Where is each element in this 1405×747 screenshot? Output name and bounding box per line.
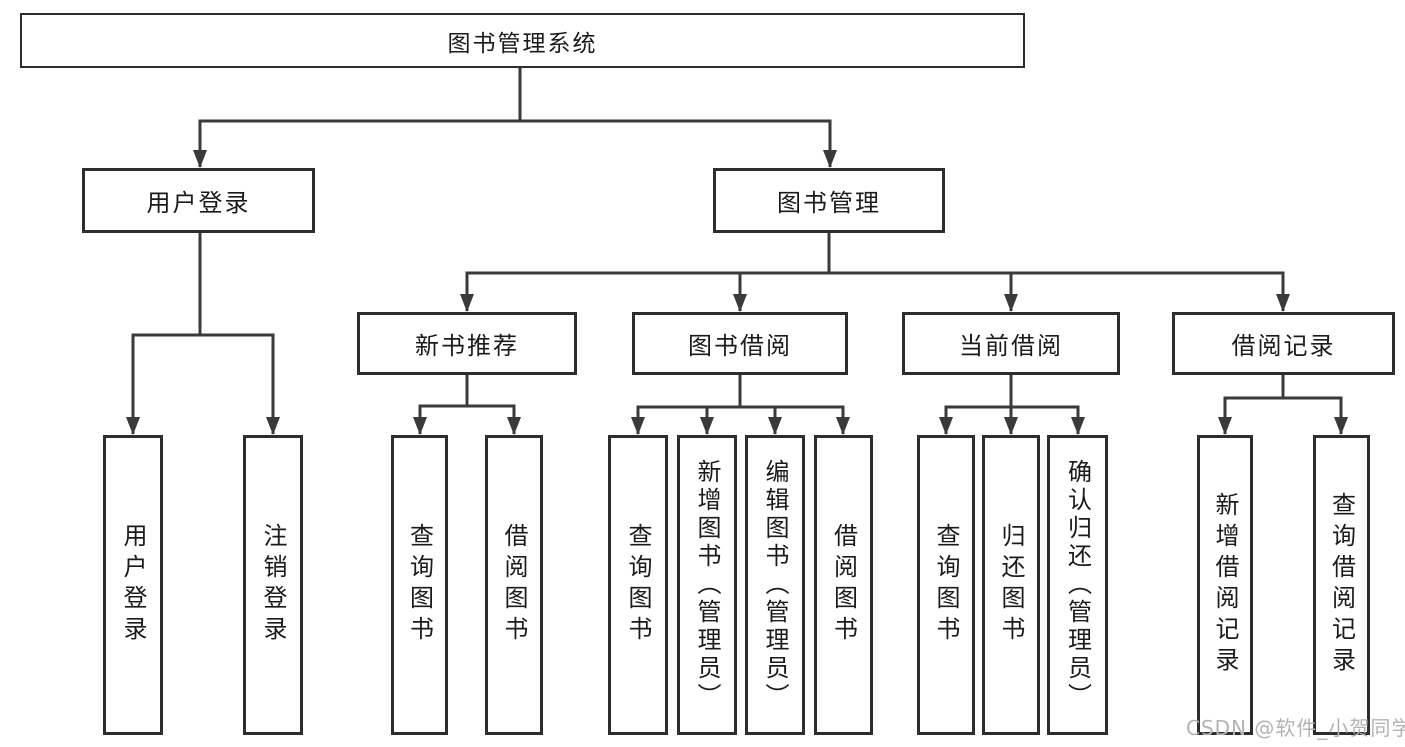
- node-label: 新增图书（管理员）: [693, 459, 721, 711]
- leaf-logout: 注销登录: [243, 435, 303, 735]
- node-label: 借阅记录: [1231, 332, 1336, 360]
- node-label: 编辑图书（管理员）: [761, 459, 789, 711]
- node-new-book-recommendation: 新书推荐: [357, 312, 577, 375]
- leaf-user-login: 用户登录: [103, 435, 163, 735]
- node-label: 图书管理系统: [447, 30, 598, 57]
- node-label: 当前借阅: [959, 332, 1063, 360]
- leaf-query-borrow-record: 查询借阅记录: [1313, 435, 1370, 735]
- node-label: 查询图书: [624, 523, 652, 647]
- leaf-confirm-return-admin: 确认归还（管理员）: [1047, 435, 1108, 735]
- node-label: 用户登录: [146, 189, 251, 217]
- node-label: 图书管理: [777, 189, 881, 217]
- leaf-return-books: 归还图书: [982, 435, 1040, 735]
- node-label: 查询图书: [932, 523, 960, 647]
- node-current-borrowing: 当前借阅: [902, 312, 1120, 375]
- leaf-add-books-admin: 新增图书（管理员）: [677, 435, 737, 735]
- leaf-query-books-borrow: 查询图书: [608, 435, 668, 735]
- node-borrowing-records: 借阅记录: [1172, 312, 1395, 375]
- node-label: 归还图书: [997, 523, 1025, 647]
- node-label: 借阅图书: [829, 523, 858, 647]
- leaf-edit-books-admin: 编辑图书（管理员）: [745, 435, 805, 735]
- node-label: 查询借阅记录: [1327, 492, 1356, 678]
- leaf-add-borrow-record: 新增借阅记录: [1197, 435, 1253, 735]
- node-book-borrowing: 图书借阅: [632, 312, 848, 375]
- node-label: 注销登录: [259, 523, 287, 647]
- node-label: 图书借阅: [688, 332, 792, 360]
- node-label: 借阅图书: [500, 523, 528, 647]
- node-label: 新增借阅记录: [1211, 492, 1239, 678]
- node-label: 新书推荐: [415, 332, 519, 360]
- node-book-management: 图书管理: [713, 168, 945, 233]
- node-label: 确认归还（管理员）: [1063, 459, 1092, 711]
- node-user-login: 用户登录: [82, 168, 315, 233]
- node-label: 用户登录: [119, 523, 147, 647]
- node-library-management-system: 图书管理系统: [20, 13, 1025, 68]
- node-label: 查询图书: [405, 523, 434, 647]
- leaf-borrow-books-recommend: 借阅图书: [485, 435, 543, 735]
- csdn-watermark: CSDN @软件_小贺同学: [1186, 716, 1405, 740]
- leaf-query-books-recommend: 查询图书: [391, 435, 448, 735]
- leaf-query-books-current: 查询图书: [917, 435, 975, 735]
- leaf-borrow-books: 借阅图书: [814, 435, 873, 735]
